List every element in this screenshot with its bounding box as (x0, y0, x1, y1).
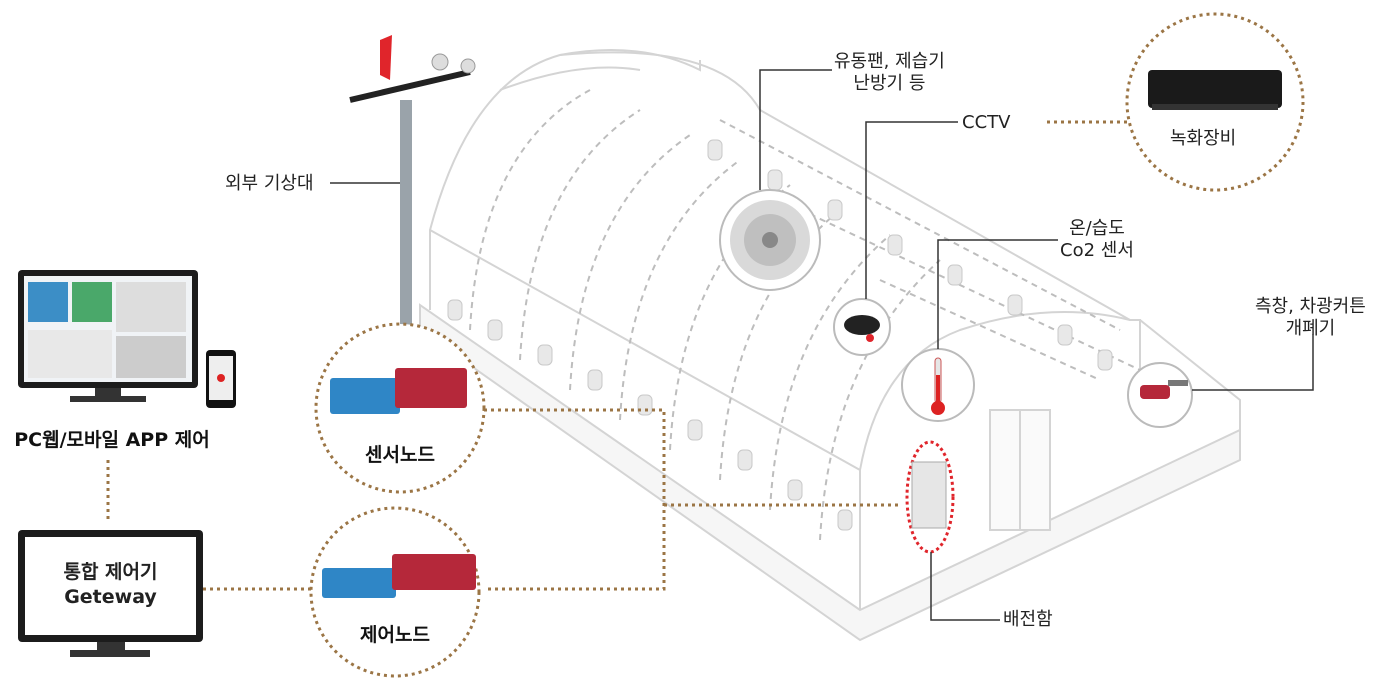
sensor-label-line1: 온/습도 (1069, 218, 1125, 239)
control-node-label: 제어노드 (360, 624, 430, 646)
pc-monitor-icon (18, 270, 198, 402)
control-node-bubble (309, 506, 481, 678)
sensor-node-label: 센서노드 (365, 444, 435, 466)
sensor-label-line2: Co2 센서 (1060, 240, 1134, 261)
window-motor-icon (1127, 362, 1193, 428)
weather-station-label: 외부 기상대 (225, 173, 314, 194)
fan-label-line2: 난방기 등 (853, 73, 926, 94)
recorder-bubble (1125, 12, 1305, 192)
fan-label: 유동팬, 제습기 난방기 등 (834, 51, 945, 95)
gateway-label: 통합 제어기 Geteway (25, 560, 196, 610)
window-label-line1: 측창, 차광커튼 (1255, 296, 1366, 317)
cctv-label: CCTV (962, 112, 1011, 133)
weather-station (349, 35, 476, 330)
recorder-label: 녹화장비 (1170, 128, 1237, 149)
sensor-label: 온/습도 Co2 센서 (1060, 218, 1134, 262)
greenhouse (419, 49, 1241, 642)
fan-label-line1: 유동팬, 제습기 (834, 51, 945, 72)
gateway-label-line2: Geteway (64, 586, 157, 608)
gateway-label-line1: 통합 제어기 (63, 561, 158, 583)
pc-app-label: PC웹/모바일 APP 제어 (14, 429, 210, 451)
distribution-panel-icon (905, 440, 955, 554)
smartphone-icon (206, 350, 236, 408)
cctv-icon (833, 298, 891, 356)
network-connections (106, 120, 1128, 591)
panel-label: 배전함 (1003, 609, 1053, 630)
window-label-line2: 개폐기 (1285, 318, 1336, 339)
window-label: 측창, 차광커튼 개폐기 (1255, 296, 1366, 340)
thermometer-icon (901, 348, 975, 422)
greenhouse-fixtures (447, 139, 1113, 531)
fan-icon (719, 189, 821, 291)
sensor-node-bubble (314, 322, 486, 494)
gateway-monitor-icon (18, 530, 203, 657)
leader-lines (330, 69, 1314, 621)
